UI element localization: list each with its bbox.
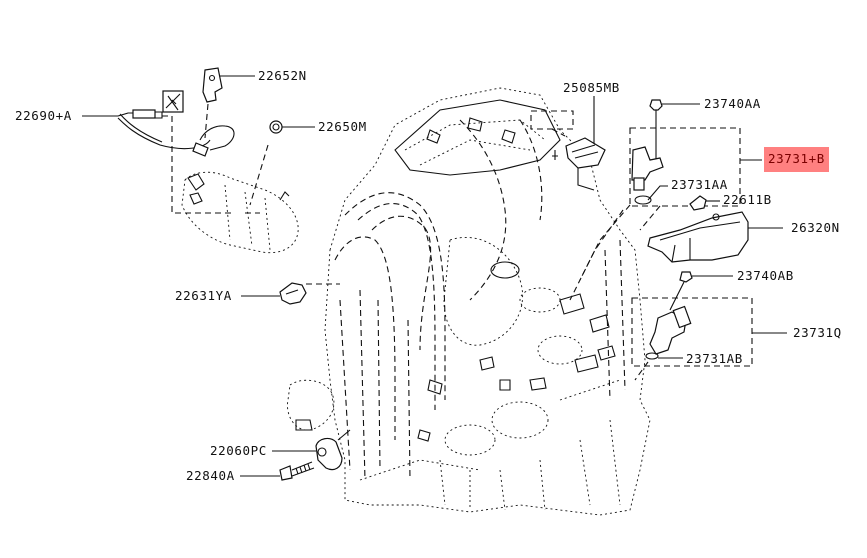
knock-sensor-22060PC (315, 437, 343, 471)
cam-sensor-23731B (631, 146, 664, 181)
grommet-22650M (269, 120, 283, 134)
catalytic-converter (181, 171, 299, 254)
heat-shield-group (647, 195, 783, 263)
callout-22631YA[interactable]: 22631YA (175, 288, 232, 303)
callout-23731Q[interactable]: 23731Q (793, 325, 842, 340)
callout-22060PC[interactable]: 22060PC (210, 443, 267, 458)
callout-22611B[interactable]: 22611B (723, 192, 772, 207)
clip-22631YA (279, 282, 307, 305)
callout-23740AA[interactable]: 23740AA (704, 96, 761, 111)
bolt-22611B (689, 195, 707, 211)
callout-26320N[interactable]: 26320N (791, 220, 840, 235)
callout-25085MB[interactable]: 25085MB (563, 80, 620, 95)
cam-sensor-q-box (631, 297, 753, 367)
bolt-23740AB (679, 271, 693, 283)
oxygen-sensor-group (82, 67, 315, 254)
o2-sensor (132, 109, 156, 119)
bolt-23740AA (649, 99, 663, 111)
cam-sensor-group-q (631, 271, 787, 381)
bolt-22840A (279, 465, 293, 481)
callout-23731AA[interactable]: 23731AA (671, 177, 728, 192)
heat-shield-26320N (647, 211, 749, 263)
engine-block (287, 87, 651, 516)
connector-25085MB (565, 137, 606, 169)
bracket-22652N (202, 67, 223, 103)
callout-22690-plus-A[interactable]: 22690+A (15, 108, 72, 123)
callout-23740AB[interactable]: 23740AB (737, 268, 794, 283)
callout-22650M[interactable]: 22650M (318, 119, 367, 134)
connector-ref-box (530, 110, 574, 130)
knock-sensor-group (240, 429, 351, 481)
callout-23731AB[interactable]: 23731AB (686, 351, 743, 366)
o2-connector (192, 142, 209, 157)
clip-group (241, 282, 340, 305)
cam-sensor-b-box (629, 127, 741, 207)
cam-sensor-group-b (569, 99, 762, 301)
connector-group (530, 96, 606, 191)
callout-22840A[interactable]: 22840A (186, 468, 235, 483)
callout-22652N[interactable]: 22652N (258, 68, 307, 83)
callout-23731-plus-B-highlighted[interactable]: 23731+B (764, 147, 829, 172)
